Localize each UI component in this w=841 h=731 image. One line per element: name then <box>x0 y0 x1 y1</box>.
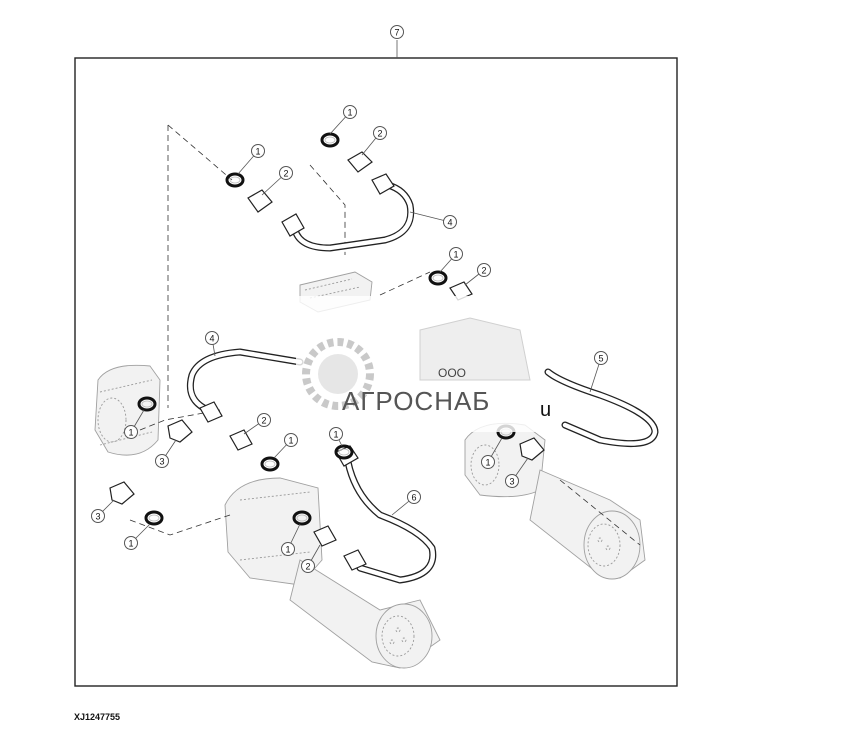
routing-dash-lower <box>129 514 231 536</box>
callout-circle-ring-top-right <box>343 105 357 119</box>
callout-label-ring-left-motor: 1 <box>128 428 133 438</box>
figure-id: XJ1247755 <box>74 712 121 722</box>
callout-label-ring-mid-right: 1 <box>453 250 458 260</box>
callout-label-ring-right-motor: 1 <box>485 458 490 468</box>
routing-dash-top-right <box>309 164 346 255</box>
hose-top <box>291 181 415 252</box>
callout-label-ring-lower-left: 1 <box>128 539 133 549</box>
callout-label-hose-right: 5 <box>598 354 603 364</box>
watermark-suffix: u <box>540 399 551 421</box>
callout-circle-ring-center-top <box>329 427 343 441</box>
callout-label-plug-left-motor: 3 <box>159 457 164 467</box>
callout-circle-fitting-center-low <box>301 559 315 573</box>
callout-circle-hose-right <box>594 351 608 365</box>
callout-circle-hose-top <box>443 215 457 229</box>
callout-label-fitting-center-low: 2 <box>305 562 310 572</box>
callout-label-hose-center: 6 <box>411 493 416 503</box>
plug-left-motor <box>167 419 193 443</box>
callout-circle-ring-mid-left <box>284 433 298 447</box>
callout-label-fitting-mid-left: 2 <box>261 416 266 426</box>
ghost-right-motor <box>464 422 646 580</box>
callout-label-hose-top: 4 <box>447 218 452 228</box>
callout-circle-assembly <box>390 25 404 39</box>
assembly-frame <box>74 57 678 687</box>
callout-circle-ring-center-low <box>281 542 295 556</box>
routing-dash-center <box>139 409 221 431</box>
hose-center <box>344 458 437 584</box>
ghost-left-motor <box>94 364 161 456</box>
routing-dash-top <box>167 124 233 181</box>
callout-circle-fitting-mid-left <box>257 413 271 427</box>
callout-label-hose-left: 4 <box>209 334 214 344</box>
callout-circle-fitting-top-left <box>279 166 293 180</box>
routing-dash-mid <box>379 271 431 296</box>
callout-circle-ring-lower-left <box>124 536 138 550</box>
callout-label-plug-right-motor: 3 <box>509 477 514 487</box>
callout-label-fitting-top-right: 2 <box>377 129 382 139</box>
callout-circle-ring-left-motor <box>124 425 138 439</box>
callout-circle-plug-lower-left <box>91 509 105 523</box>
callout-label-plug-lower-left: 3 <box>95 512 100 522</box>
callout-group: 7 1 2 1 2 4 1 2 4 5 2 1 1 3 1 6 1 3 3 1 1 2 <box>91 25 608 573</box>
callout-label-fitting-top-left: 2 <box>283 169 288 179</box>
callout-circle-ring-right-motor <box>481 455 495 469</box>
callout-label-ring-top-right: 1 <box>347 108 352 118</box>
hose-right <box>544 368 659 448</box>
plug-right-motor <box>519 437 545 461</box>
fitting-top-left <box>247 189 305 237</box>
watermark-prefix: ООО <box>438 366 466 380</box>
callout-circle-ring-top-left <box>251 144 265 158</box>
watermark-brand: АГРОСНАБ <box>342 386 490 416</box>
callout-label-ring-center-low: 1 <box>285 545 290 555</box>
watermark: ООО АГРОСНАБ u <box>296 296 551 432</box>
callout-label-ring-top-left: 1 <box>255 147 260 157</box>
callout-label-ring-mid-left: 1 <box>288 436 293 446</box>
callout-circle-hose-left <box>205 331 219 345</box>
ghost-center-motor <box>224 477 441 669</box>
fitting-mid-left <box>199 401 253 451</box>
fitting-center-low <box>313 525 367 571</box>
callout-circle-plug-left-motor <box>155 454 169 468</box>
callout-circle-plug-right-motor <box>505 474 519 488</box>
hose-left <box>186 348 304 414</box>
callout-circle-hose-center <box>407 490 421 504</box>
callout-circle-fitting-top-right <box>373 126 387 140</box>
callout-circle-fitting-mid-right <box>477 263 491 277</box>
callout-label-fitting-mid-right: 2 <box>481 266 486 276</box>
routing-dash-lower-right <box>559 479 641 546</box>
fitting-top-right <box>347 151 395 195</box>
callout-label-assembly: 7 <box>394 28 399 38</box>
callout-circle-ring-mid-right <box>449 247 463 261</box>
plug-lower-left <box>109 481 135 505</box>
callout-label-ring-center-top: 1 <box>333 430 338 440</box>
